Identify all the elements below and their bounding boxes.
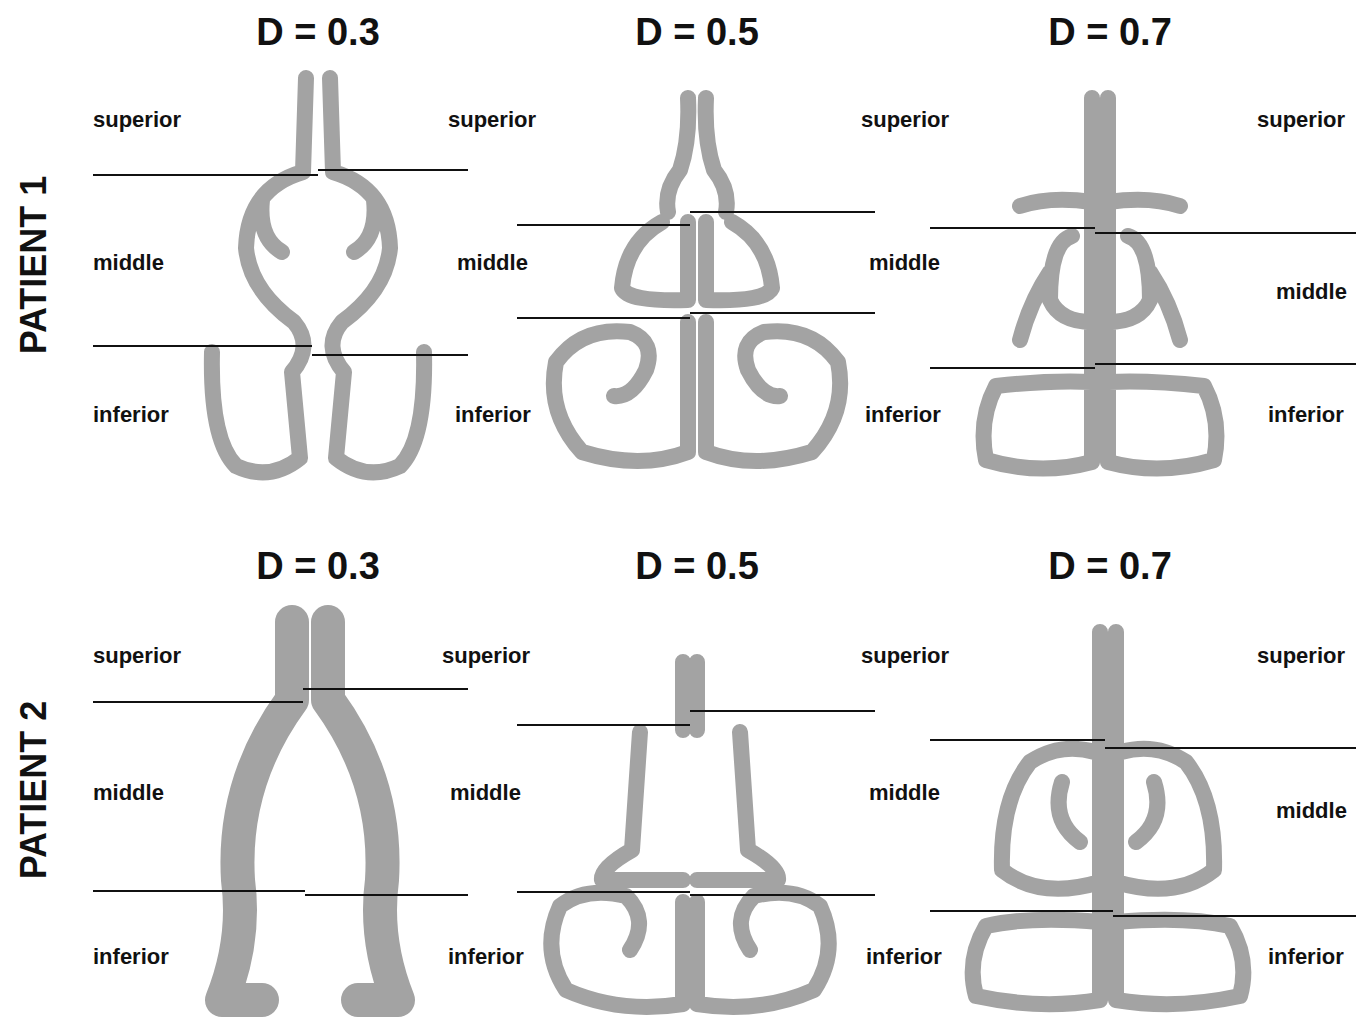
region-label: superior bbox=[442, 645, 530, 667]
region-label: middle bbox=[93, 782, 164, 804]
region-label: middle bbox=[93, 252, 164, 274]
region-label: middle bbox=[1276, 800, 1347, 822]
panel-title: D = 0.3 bbox=[256, 547, 380, 585]
panel-title: D = 0.7 bbox=[1048, 13, 1172, 51]
cross-section bbox=[222, 622, 398, 1000]
panel-title: D = 0.3 bbox=[256, 13, 380, 51]
panel-title: D = 0.7 bbox=[1048, 547, 1172, 585]
region-label: middle bbox=[457, 252, 528, 274]
region-label: superior bbox=[861, 109, 949, 131]
region-label: inferior bbox=[865, 404, 941, 426]
region-label: inferior bbox=[93, 404, 169, 426]
region-label: superior bbox=[93, 645, 181, 667]
region-label: middle bbox=[1276, 281, 1347, 303]
region-label: superior bbox=[1257, 109, 1345, 131]
region-divider bbox=[93, 170, 1356, 916]
row-title: PATIENT 2 bbox=[16, 701, 52, 880]
cross-section bbox=[212, 78, 1243, 1007]
region-label: superior bbox=[448, 109, 536, 131]
panel-title: D = 0.5 bbox=[635, 13, 759, 51]
region-label: superior bbox=[861, 645, 949, 667]
region-label: inferior bbox=[455, 404, 531, 426]
region-label: inferior bbox=[1268, 946, 1344, 968]
panel-title: D = 0.5 bbox=[635, 547, 759, 585]
region-label: middle bbox=[869, 782, 940, 804]
region-label: middle bbox=[869, 252, 940, 274]
region-label: inferior bbox=[866, 946, 942, 968]
region-label: superior bbox=[1257, 645, 1345, 667]
region-label: superior bbox=[93, 109, 181, 131]
region-label: inferior bbox=[93, 946, 169, 968]
region-label: inferior bbox=[448, 946, 524, 968]
region-label: inferior bbox=[1268, 404, 1344, 426]
row-title: PATIENT 1 bbox=[16, 176, 52, 355]
region-label: middle bbox=[450, 782, 521, 804]
